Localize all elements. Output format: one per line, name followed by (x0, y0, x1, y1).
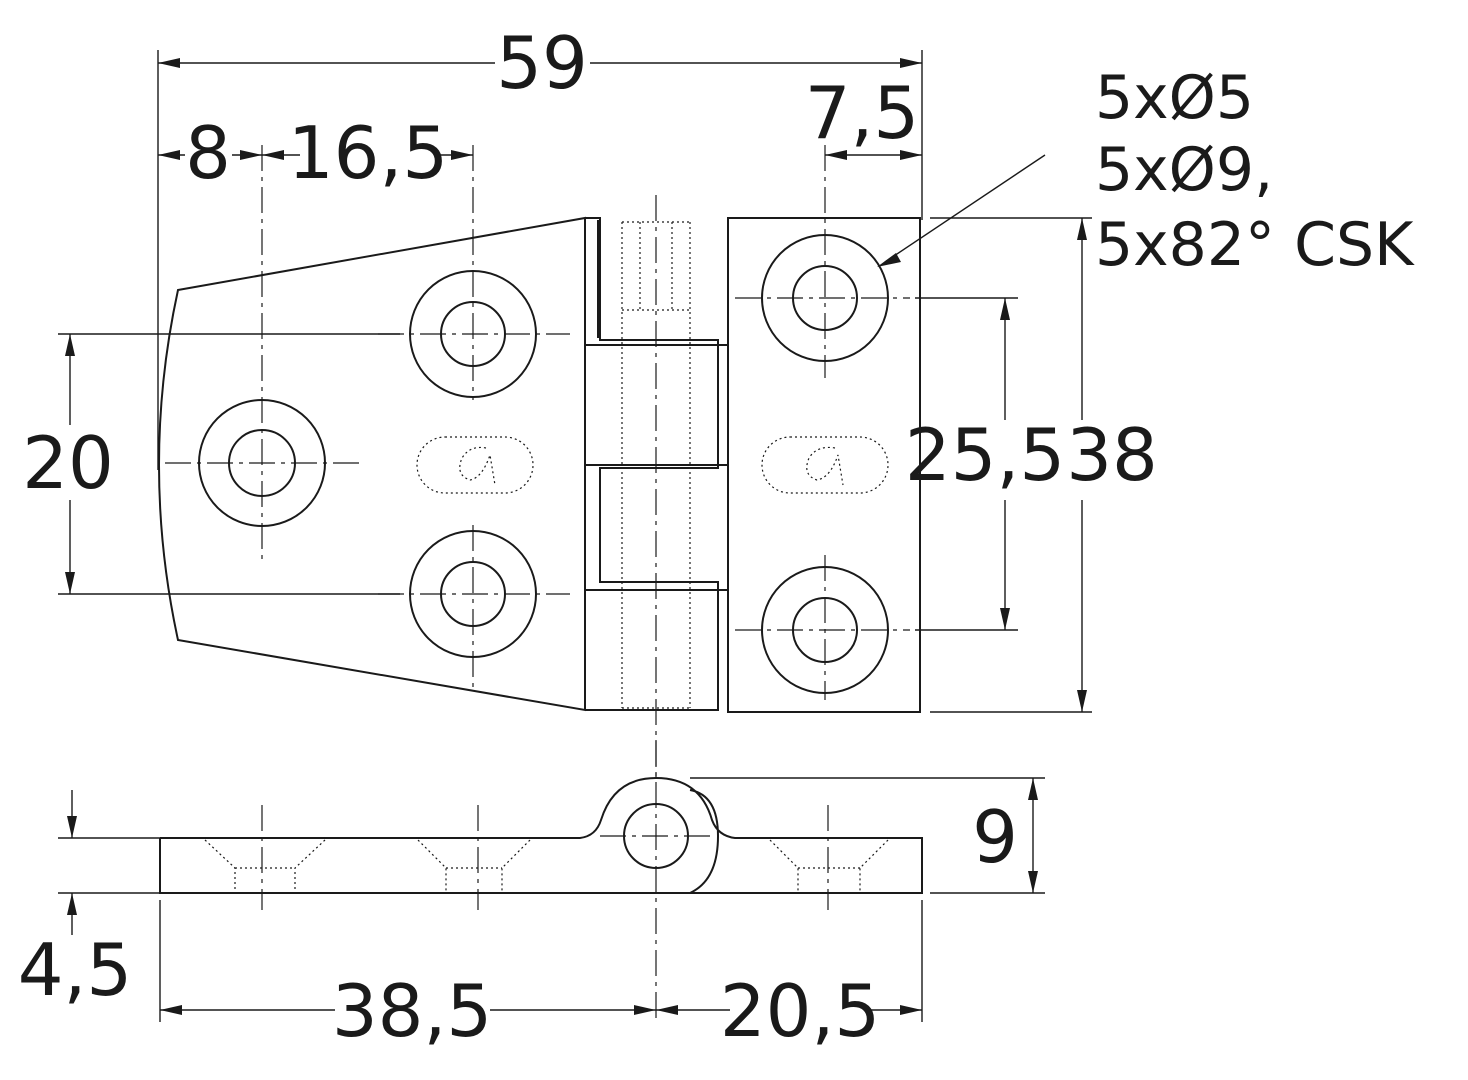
left-leaf-outline (158, 216, 586, 712)
right-logo-slot-hidden (761, 436, 889, 494)
left-hole-center (165, 145, 365, 565)
dim-hole-spacing-left: 16,5 (288, 111, 448, 195)
left-hole-bottom (378, 525, 570, 690)
dim-hole-spacing-vertical-left: 20 (22, 421, 114, 505)
dim-knuckle-height: 9 (972, 795, 1018, 879)
right-hole-top (735, 145, 910, 378)
left-hole-top (378, 145, 570, 400)
hole-note: 5xØ5 5xØ9, 5x82° CSK (1095, 63, 1415, 280)
countersink-hidden-right (769, 805, 889, 910)
dim-leaf-thickness: 4,5 (18, 928, 133, 1012)
right-hole-bottom (735, 555, 910, 700)
dim-pin-to-right: 20,5 (720, 969, 880, 1053)
side-profile-outline (160, 776, 923, 894)
dimension-lines (58, 50, 1092, 1022)
dim-edge-to-hole-right: 7,5 (805, 71, 920, 155)
knuckle-outline (585, 217, 719, 711)
dim-left-to-pin: 38,5 (332, 969, 492, 1053)
dim-overall-width: 59 (496, 21, 588, 105)
hole-note-line-1: 5xØ5 (1095, 63, 1254, 133)
hole-note-line-2: 5xØ9, (1095, 135, 1273, 205)
left-logo-slot-hidden (416, 436, 534, 494)
countersink-hidden-left (204, 805, 326, 910)
dim-hole-spacing-vertical-right: 25,5 (905, 413, 1065, 497)
right-leaf-outline (727, 217, 921, 713)
hole-note-line-3: 5x82° CSK (1095, 210, 1415, 280)
countersink-hidden-mid (417, 805, 531, 910)
top-view (158, 145, 921, 780)
dim-overall-height: 38 (1066, 413, 1158, 497)
dim-edge-to-hole: 8 (185, 111, 231, 195)
